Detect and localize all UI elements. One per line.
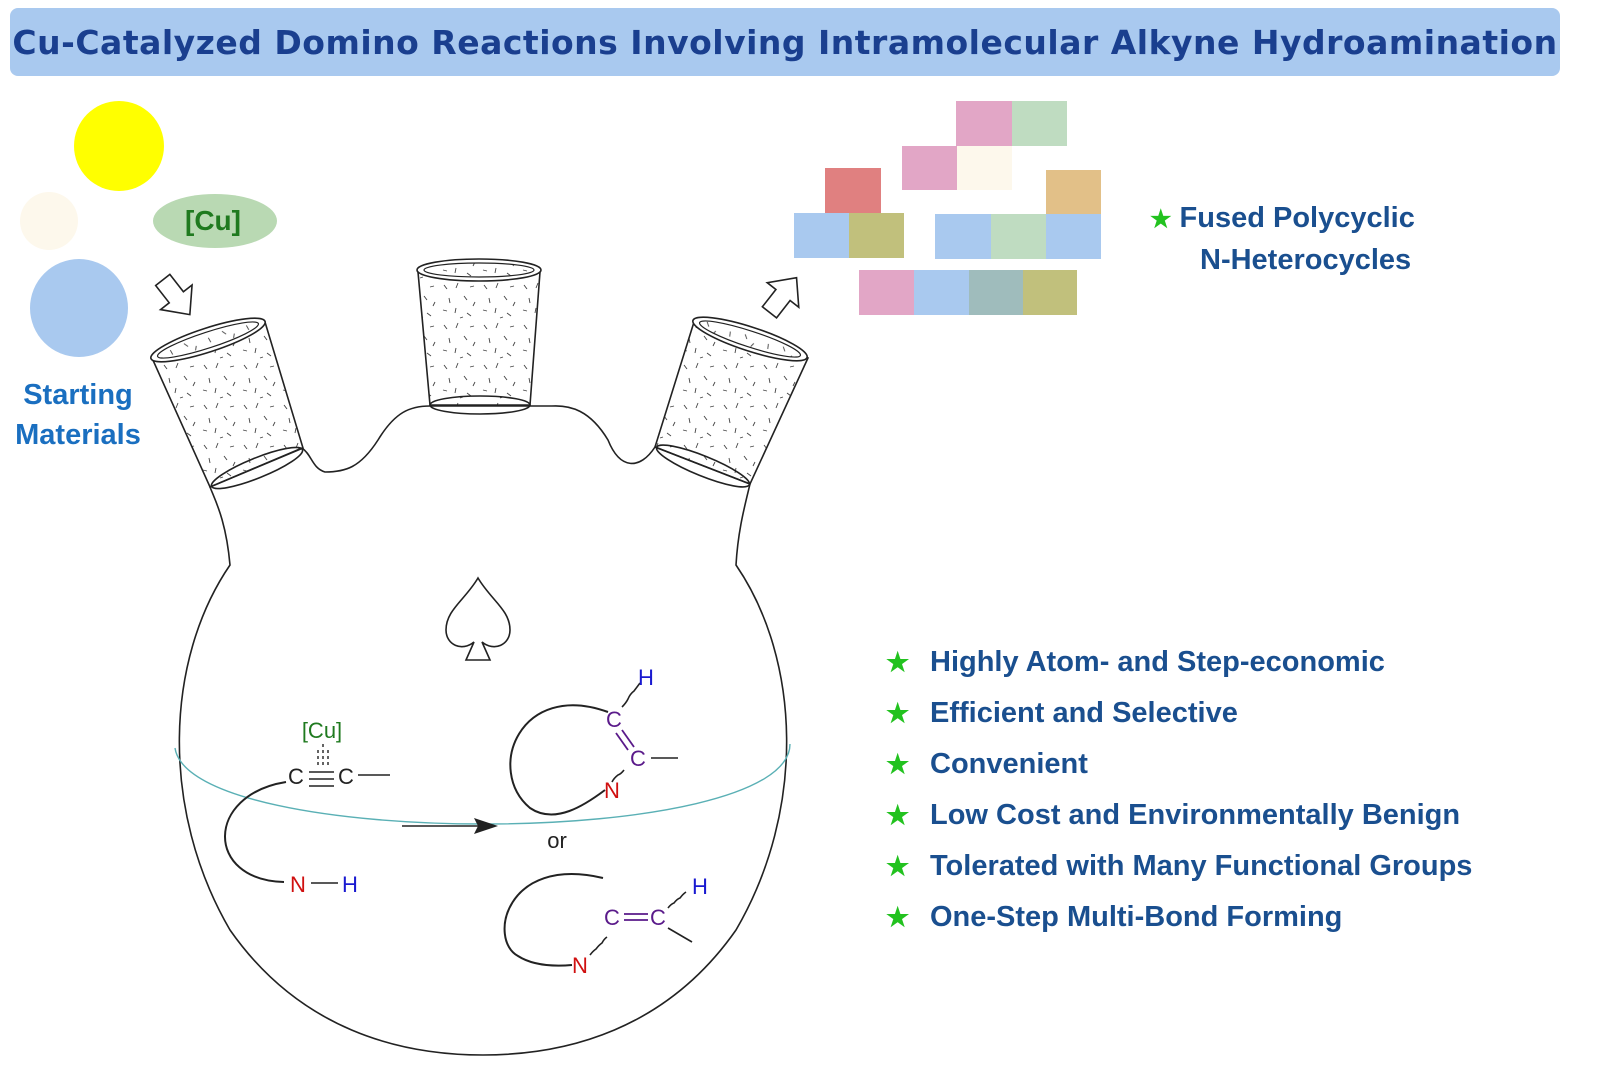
feature-list: ★ Highly Atom- and Step-economic ★ Efficie… <box>886 640 1472 946</box>
or-label: or <box>547 828 567 853</box>
product1-nitrogen: N <box>604 778 620 803</box>
products-line1: Fused Polycyclic <box>1179 202 1415 234</box>
products-label: ★ Fused Polycyclic N-Heterocycles <box>1150 198 1415 280</box>
substrate-structure: [Cu] C C N H <box>224 718 390 897</box>
star-icon: ★ <box>1150 206 1172 233</box>
feature-text: One-Step Multi-Bond Forming <box>930 901 1343 933</box>
product2-hydrogen: H <box>692 874 708 899</box>
product1-carbon-top: C <box>606 707 622 732</box>
product2-carbon-left: C <box>604 905 620 930</box>
product-blocks <box>794 101 1101 315</box>
flask-outline <box>178 405 788 1056</box>
star-icon: ★ <box>886 647 910 677</box>
flask-neck-left <box>150 317 304 490</box>
star-icon: ★ <box>886 800 910 830</box>
substrate-nitrogen: N <box>290 872 306 897</box>
starting-material-yellow <box>74 101 164 191</box>
catalyst-label: [Cu] <box>185 205 241 236</box>
feature-item: ★ Highly Atom- and Step-economic <box>886 640 1472 691</box>
star-icon: ★ <box>886 851 910 881</box>
substrate-cu-label: [Cu] <box>302 718 342 743</box>
substrate-carbon-right: C <box>338 764 354 789</box>
feature-item: ★ One-Step Multi-Bond Forming <box>886 895 1472 946</box>
feature-item: ★ Tolerated with Many Functional Groups <box>886 844 1472 895</box>
product1-carbon-mid: C <box>630 746 646 771</box>
feature-text: Tolerated with Many Functional Groups <box>930 850 1473 882</box>
star-icon: ★ <box>886 698 910 728</box>
feature-text: Highly Atom- and Step-economic <box>930 646 1385 678</box>
feature-item: ★ Efficient and Selective <box>886 691 1472 742</box>
product1-hydrogen: H <box>638 665 654 690</box>
flask-neck-right <box>654 316 810 488</box>
product2-nitrogen: N <box>572 953 588 978</box>
starting-materials-line1: Starting <box>23 379 133 411</box>
product2-carbon-right: C <box>650 905 666 930</box>
products-line2: N-Heterocycles <box>1200 244 1412 276</box>
product-structure-1: C C H N <box>509 665 678 816</box>
feature-text: Low Cost and Environmentally Benign <box>930 799 1461 831</box>
star-icon: ★ <box>886 902 910 932</box>
spade-icon <box>445 576 511 661</box>
starting-materials-line2: Materials <box>15 419 141 451</box>
flask-neck-center <box>416 258 542 415</box>
starting-material-blue <box>30 259 128 357</box>
feature-item: ★ Low Cost and Environmentally Benign <box>886 793 1472 844</box>
product-structure-2: N C C H <box>503 873 708 978</box>
feature-text: Efficient and Selective <box>930 697 1238 729</box>
page-title: Cu-Catalyzed Domino Reactions Involving … <box>12 22 1558 62</box>
title-banner: Cu-Catalyzed Domino Reactions Involving … <box>10 8 1560 76</box>
feature-item: ★ Convenient <box>886 742 1472 793</box>
substrate-hydrogen: H <box>342 872 358 897</box>
substrate-carbon-left: C <box>288 764 304 789</box>
output-arrow <box>761 276 800 320</box>
catalyst-ellipse <box>153 194 277 248</box>
starting-material-cream <box>20 192 78 250</box>
feature-text: Convenient <box>930 748 1088 780</box>
reaction-arrow <box>402 818 498 834</box>
star-icon: ★ <box>886 749 910 779</box>
input-arrow <box>154 273 193 316</box>
starting-materials-label: Starting Materials <box>8 375 148 455</box>
